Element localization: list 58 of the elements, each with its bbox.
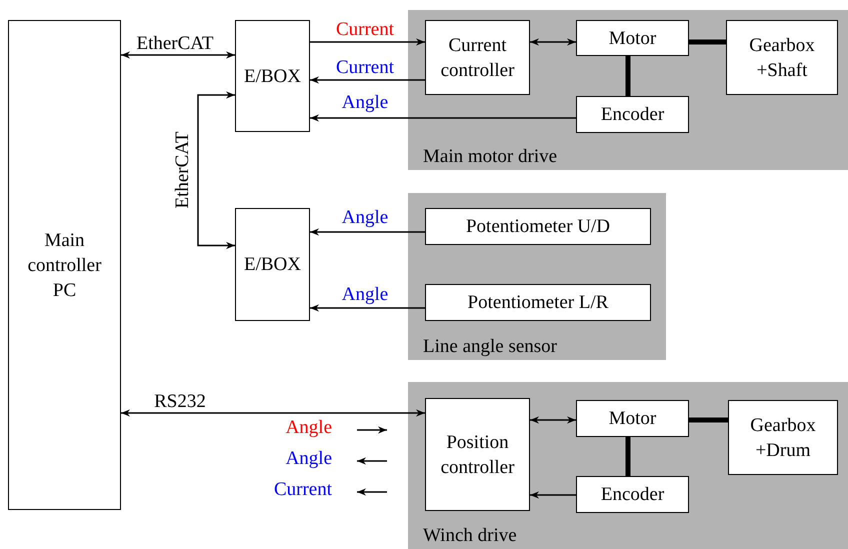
edge-label: Angle [342, 92, 388, 114]
block-box [425, 398, 530, 511]
shaft-link [689, 418, 728, 422]
block-box [576, 96, 689, 133]
edge-label: RS232 [154, 391, 206, 413]
edge-label: Angle [342, 284, 388, 306]
block-label: Main controller PC [26, 228, 102, 302]
shaft-link [689, 40, 726, 44]
block-box [235, 20, 310, 132]
block-box [425, 20, 530, 95]
block-label: Position controller [440, 430, 516, 480]
connector-arrow [121, 409, 425, 417]
edge-label: Angle [342, 207, 388, 229]
block-box [728, 400, 838, 475]
connector-arrow [530, 38, 576, 46]
block-label: Potentiometer L/R [466, 291, 610, 315]
block-box [8, 20, 121, 510]
subsystem-panel [408, 382, 848, 549]
connector-arrow [310, 304, 425, 312]
block-label: E/BOX [243, 64, 302, 88]
block-box [576, 20, 689, 56]
connector-arrow [197, 91, 235, 250]
block-label: Motor [608, 407, 658, 431]
connector-arrow [530, 416, 576, 424]
block-label: Encoder [600, 103, 666, 127]
panel-title: Main motor drive [423, 146, 558, 168]
block-label: Gearbox +Shaft [748, 34, 816, 82]
connector-arrow [310, 114, 576, 122]
legend-label: Angle [286, 448, 332, 470]
connector-arrow [310, 38, 425, 46]
shaft-link [626, 437, 630, 476]
edge-label: EtherCAT [172, 131, 194, 209]
block-box [425, 208, 651, 245]
connector-arrow [310, 76, 425, 84]
connector-arrow [121, 51, 235, 59]
edge-label: Current [336, 19, 394, 41]
shaft-link [626, 56, 630, 96]
panel-title: Winch drive [423, 525, 517, 547]
edge-label: EtherCAT [136, 33, 214, 55]
connector-arrow [530, 491, 576, 499]
edge-label: Current [336, 57, 394, 79]
block-box [235, 208, 310, 321]
block-box [576, 400, 689, 437]
block-box [425, 284, 651, 321]
legend-label: Current [274, 479, 332, 501]
block-box [576, 476, 689, 513]
panel-title: Line angle sensor [423, 336, 558, 358]
subsystem-panel [408, 10, 848, 170]
block-label: Encoder [600, 483, 666, 507]
block-label: Potentiometer U/D [464, 215, 612, 239]
subsystem-panel [408, 193, 666, 360]
block-label: Gearbox +Drum [749, 414, 817, 462]
legend-label: Angle [286, 417, 332, 439]
block-box [726, 20, 838, 95]
connector-arrow [310, 228, 425, 236]
block-label: E/BOX [243, 253, 302, 277]
block-label: Motor [608, 26, 658, 50]
block-label: Current controller [440, 34, 516, 82]
